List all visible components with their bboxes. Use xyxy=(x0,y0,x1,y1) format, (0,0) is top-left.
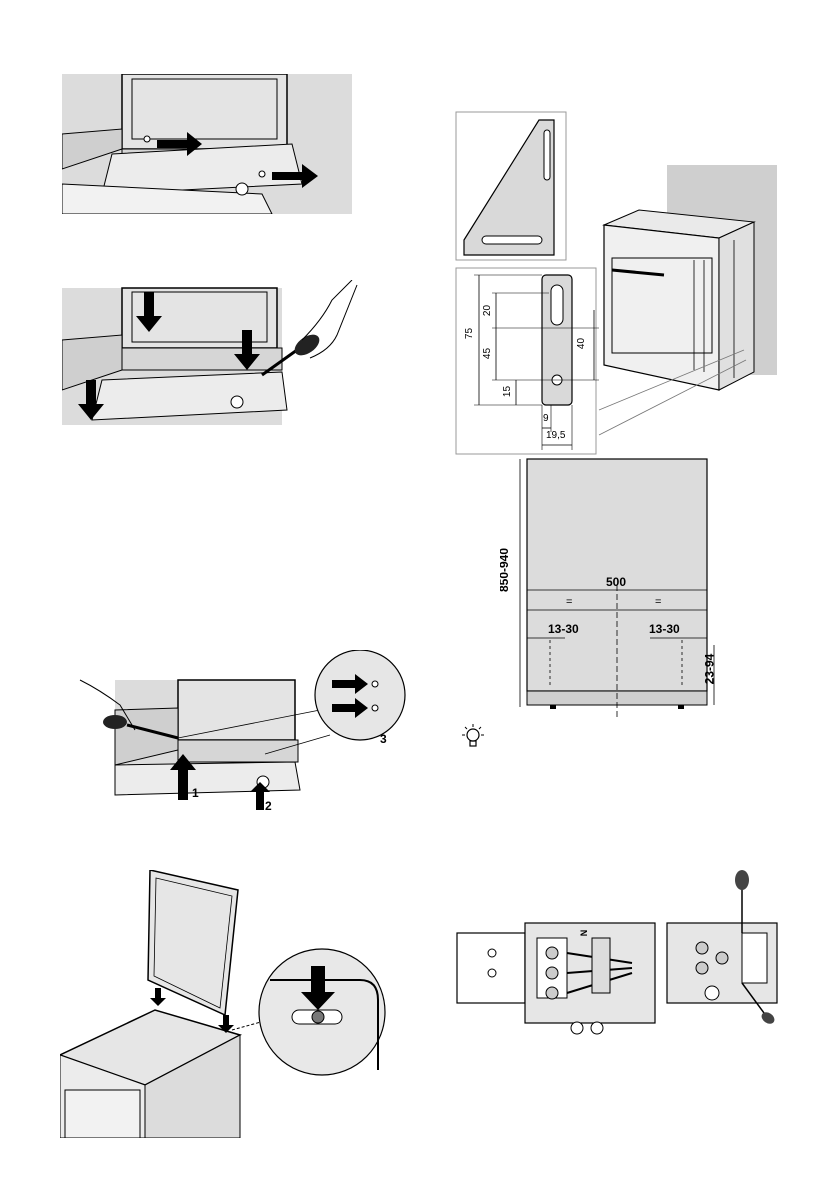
arrow-right-icon xyxy=(332,698,368,718)
dim-75: 75 xyxy=(464,327,476,340)
arrow-down-icon xyxy=(78,380,104,420)
dim-9: 9 xyxy=(543,413,549,424)
niche-half-right: = xyxy=(655,596,662,608)
arrow-down-icon xyxy=(218,1015,234,1033)
niche-half-left: = xyxy=(566,596,573,608)
dim-20: 20 xyxy=(482,304,494,317)
figure-label-3: 3 xyxy=(380,732,387,746)
tip-lightbulb-icon xyxy=(457,722,489,754)
figure-remove-drawer-drawing xyxy=(62,74,352,214)
arrow-down-icon xyxy=(301,966,335,1010)
arrow-down-icon xyxy=(136,292,162,332)
niche-bottom-label: 23-94 xyxy=(702,653,717,685)
arrow-right-icon xyxy=(157,132,202,156)
arrow-down-icon xyxy=(234,330,260,370)
terminal-n-label: N xyxy=(578,929,589,937)
niche-offset-left: 13-30 xyxy=(548,622,579,636)
dim-45: 45 xyxy=(482,347,494,360)
figure-anti-tilt-bracket-drawing xyxy=(455,111,777,455)
figure-niche-dimensions-drawing xyxy=(519,458,715,720)
dim-19-5: 19,5 xyxy=(546,430,566,441)
arrow-down-icon xyxy=(150,988,166,1006)
figure-lid-hinge-drawing xyxy=(60,870,386,1138)
dim-40: 40 xyxy=(576,337,588,350)
dim-15: 15 xyxy=(502,385,514,398)
figure-unscrew-base-drawing xyxy=(62,280,358,425)
figure-terminal-block-drawing xyxy=(456,870,778,1035)
figure-label-2: 2 xyxy=(265,799,272,813)
niche-offset-right: 13-30 xyxy=(649,622,680,636)
lightbulb-icon xyxy=(462,724,484,747)
arrow-up-icon xyxy=(170,754,196,800)
niche-width-label: 500 xyxy=(606,575,627,589)
figure-unscrew-base xyxy=(62,280,362,425)
arrow-right-icon xyxy=(332,674,368,694)
figure-label-1: 1 xyxy=(192,786,199,800)
figure-lid-hinge xyxy=(60,870,390,1138)
figure-terminal-block: N xyxy=(452,868,784,1043)
figure-niche-dimensions: 850-940 500 = = 13-30 13-30 23-94 xyxy=(500,455,725,720)
figure-fix-base-drawing xyxy=(79,650,406,810)
figure-anti-tilt-bracket: 75 20 45 15 40 9 19,5 xyxy=(454,110,784,455)
arrow-right-icon xyxy=(272,164,318,188)
arrow-up-icon xyxy=(250,782,270,810)
figure-fix-base: 1 2 3 xyxy=(70,650,410,820)
figure-remove-drawer xyxy=(62,74,352,214)
niche-height-label: 850-940 xyxy=(500,547,512,593)
